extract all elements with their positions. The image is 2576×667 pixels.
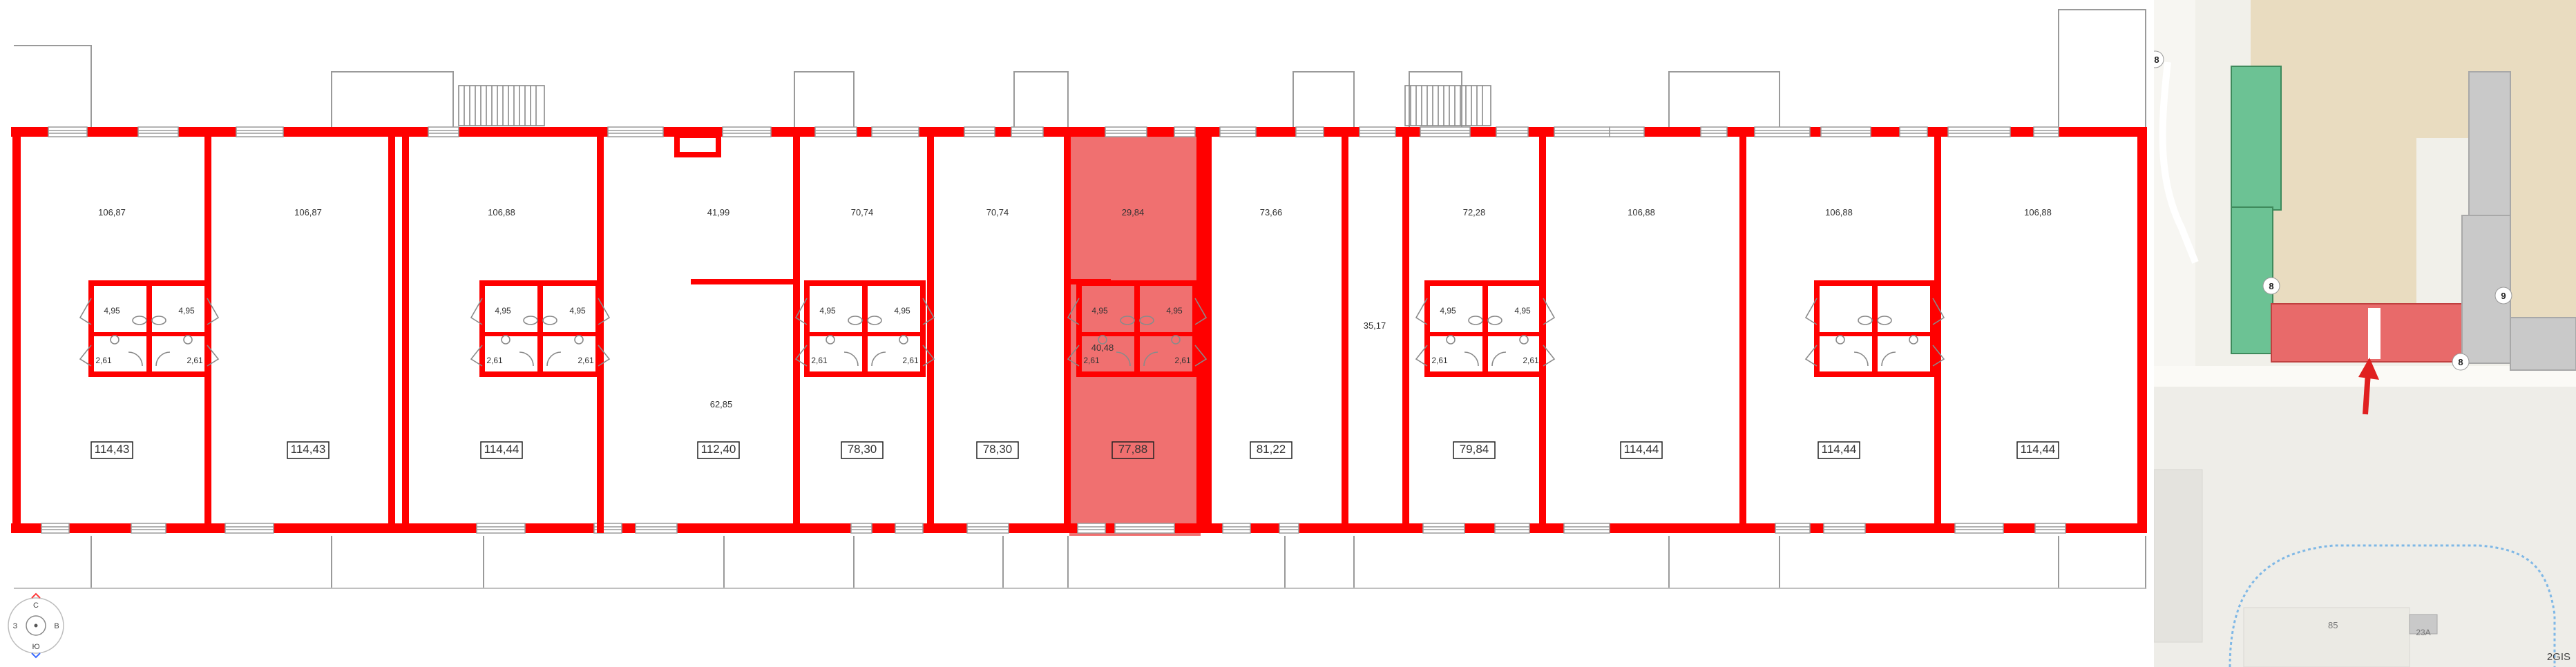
minimap-house-number: 8 <box>2269 281 2273 291</box>
bathroom-block <box>79 280 220 377</box>
balcony-outlines <box>14 9 2146 589</box>
stair-hatching <box>458 85 1491 126</box>
unit-area-label: 77,88 <box>1118 443 1148 456</box>
area-box <box>1250 441 1292 459</box>
upper-area-label: 106,88 <box>1825 207 1853 218</box>
bath-area-label: 2,61 <box>902 356 919 365</box>
compass: С Ю З В <box>8 592 64 659</box>
area-box <box>841 441 884 459</box>
upper-area-label: 41,99 <box>707 207 730 218</box>
minimap-building-green[interactable] <box>2231 66 2282 211</box>
bathroom-block <box>1067 280 1208 377</box>
wc-area-label: 4,95 <box>1166 306 1183 316</box>
unit-area-label: 79,84 <box>1460 443 1489 456</box>
unit-area-label: 114,44 <box>2021 443 2056 456</box>
upper-area-label: 35,17 <box>1364 320 1386 331</box>
area-box <box>976 441 1019 459</box>
bath-area-label: 2,61 <box>578 356 594 365</box>
unit-area-label: 81,22 <box>1257 443 1286 456</box>
window-openings <box>41 126 2066 534</box>
minimap-house-number: 8 <box>2154 55 2159 65</box>
compass-west: З <box>13 622 18 630</box>
area-box <box>287 441 330 459</box>
wc-area-label: 4,95 <box>1091 306 1108 316</box>
wc-area-label: 4,95 <box>569 306 586 316</box>
upper-area-label: 106,88 <box>2024 207 2052 218</box>
area-box <box>1620 441 1663 459</box>
minimap-building-grey[interactable] <box>2468 71 2511 222</box>
bath-area-label: 2,61 <box>486 356 503 365</box>
unit-area-label: 78,30 <box>848 443 877 456</box>
unit-area-label: 114,44 <box>484 443 519 456</box>
bath-area-label: 2,61 <box>1431 356 1448 365</box>
bath-area-label: 2,61 <box>811 356 828 365</box>
minimap-building-grey-3[interactable] <box>2510 317 2576 371</box>
wc-area-label: 4,95 <box>1514 306 1531 316</box>
area-box <box>480 441 523 459</box>
area-box <box>90 441 133 459</box>
minimap-plot-number: 85 <box>2328 620 2338 630</box>
unit-area-label: 114,44 <box>1624 443 1659 456</box>
wc-area-label: 4,95 <box>495 306 511 316</box>
bathroom-blocks <box>79 280 1945 377</box>
minimap-building-label: 23А <box>2416 628 2430 637</box>
area-box <box>1817 441 1860 459</box>
upper-area-label: 106,88 <box>488 207 515 218</box>
wc-area-label: 4,95 <box>178 306 195 316</box>
wc-area-label: 4,95 <box>819 306 836 316</box>
unit-area-label: 78,30 <box>983 443 1013 456</box>
minimap-canvas: 8 8 9 8 85 23А <box>2154 0 2576 667</box>
wc-area-label: 4,95 <box>104 306 120 316</box>
bathroom-block <box>1804 280 1945 377</box>
wc-area-label: 4,95 <box>1440 306 1456 316</box>
upper-area-label: 70,74 <box>851 207 874 218</box>
unit-area-label: 112,40 <box>701 443 736 456</box>
side-area-label: 62,85 <box>710 399 733 409</box>
upper-area-label: 29,84 <box>1122 207 1145 218</box>
area-box <box>1112 441 1154 459</box>
compass-south: Ю <box>32 643 39 651</box>
area-box <box>1453 441 1496 459</box>
location-minimap[interactable]: 8 8 9 8 85 23А 2GIS <box>2154 0 2576 667</box>
compass-north: С <box>33 601 39 610</box>
bath-area-label: 2,61 <box>187 356 203 365</box>
upper-area-label: 106,87 <box>294 207 322 218</box>
unit-area-label: 114,43 <box>95 443 130 456</box>
wc-area-label: 4,95 <box>894 306 910 316</box>
compass-east: В <box>54 622 59 630</box>
map-brand: 2GIS <box>2546 651 2570 663</box>
bathroom-block <box>470 280 611 377</box>
minimap-house-number: 9 <box>2501 291 2506 301</box>
bath-area-label: 2,61 <box>1174 356 1191 365</box>
upper-area-label: 70,74 <box>986 207 1009 218</box>
side-area-label: 40,48 <box>1091 342 1114 353</box>
upper-area-label: 73,66 <box>1260 207 1283 218</box>
unit-area-label: 114,44 <box>1822 443 1857 456</box>
unit-area-label: 114,43 <box>291 443 326 456</box>
upper-area-label: 72,28 <box>1463 207 1486 218</box>
floor-plan: 106,87 114,43 106,87 114,43 106,88 114,44 41,9… <box>8 9 2147 659</box>
bath-area-label: 2,61 <box>1523 356 1539 365</box>
bathroom-block <box>794 280 935 377</box>
area-box <box>2016 441 2059 459</box>
location-arrow-icon <box>2358 358 2379 415</box>
bathroom-block <box>1415 280 1556 377</box>
upper-area-label: 106,88 <box>1628 207 1655 218</box>
area-box <box>697 441 740 459</box>
minimap-house-number: 8 <box>2458 357 2463 367</box>
upper-area-label: 106,87 <box>98 207 126 218</box>
bath-area-label: 2,61 <box>1083 356 1100 365</box>
bath-area-label: 2,61 <box>95 356 112 365</box>
